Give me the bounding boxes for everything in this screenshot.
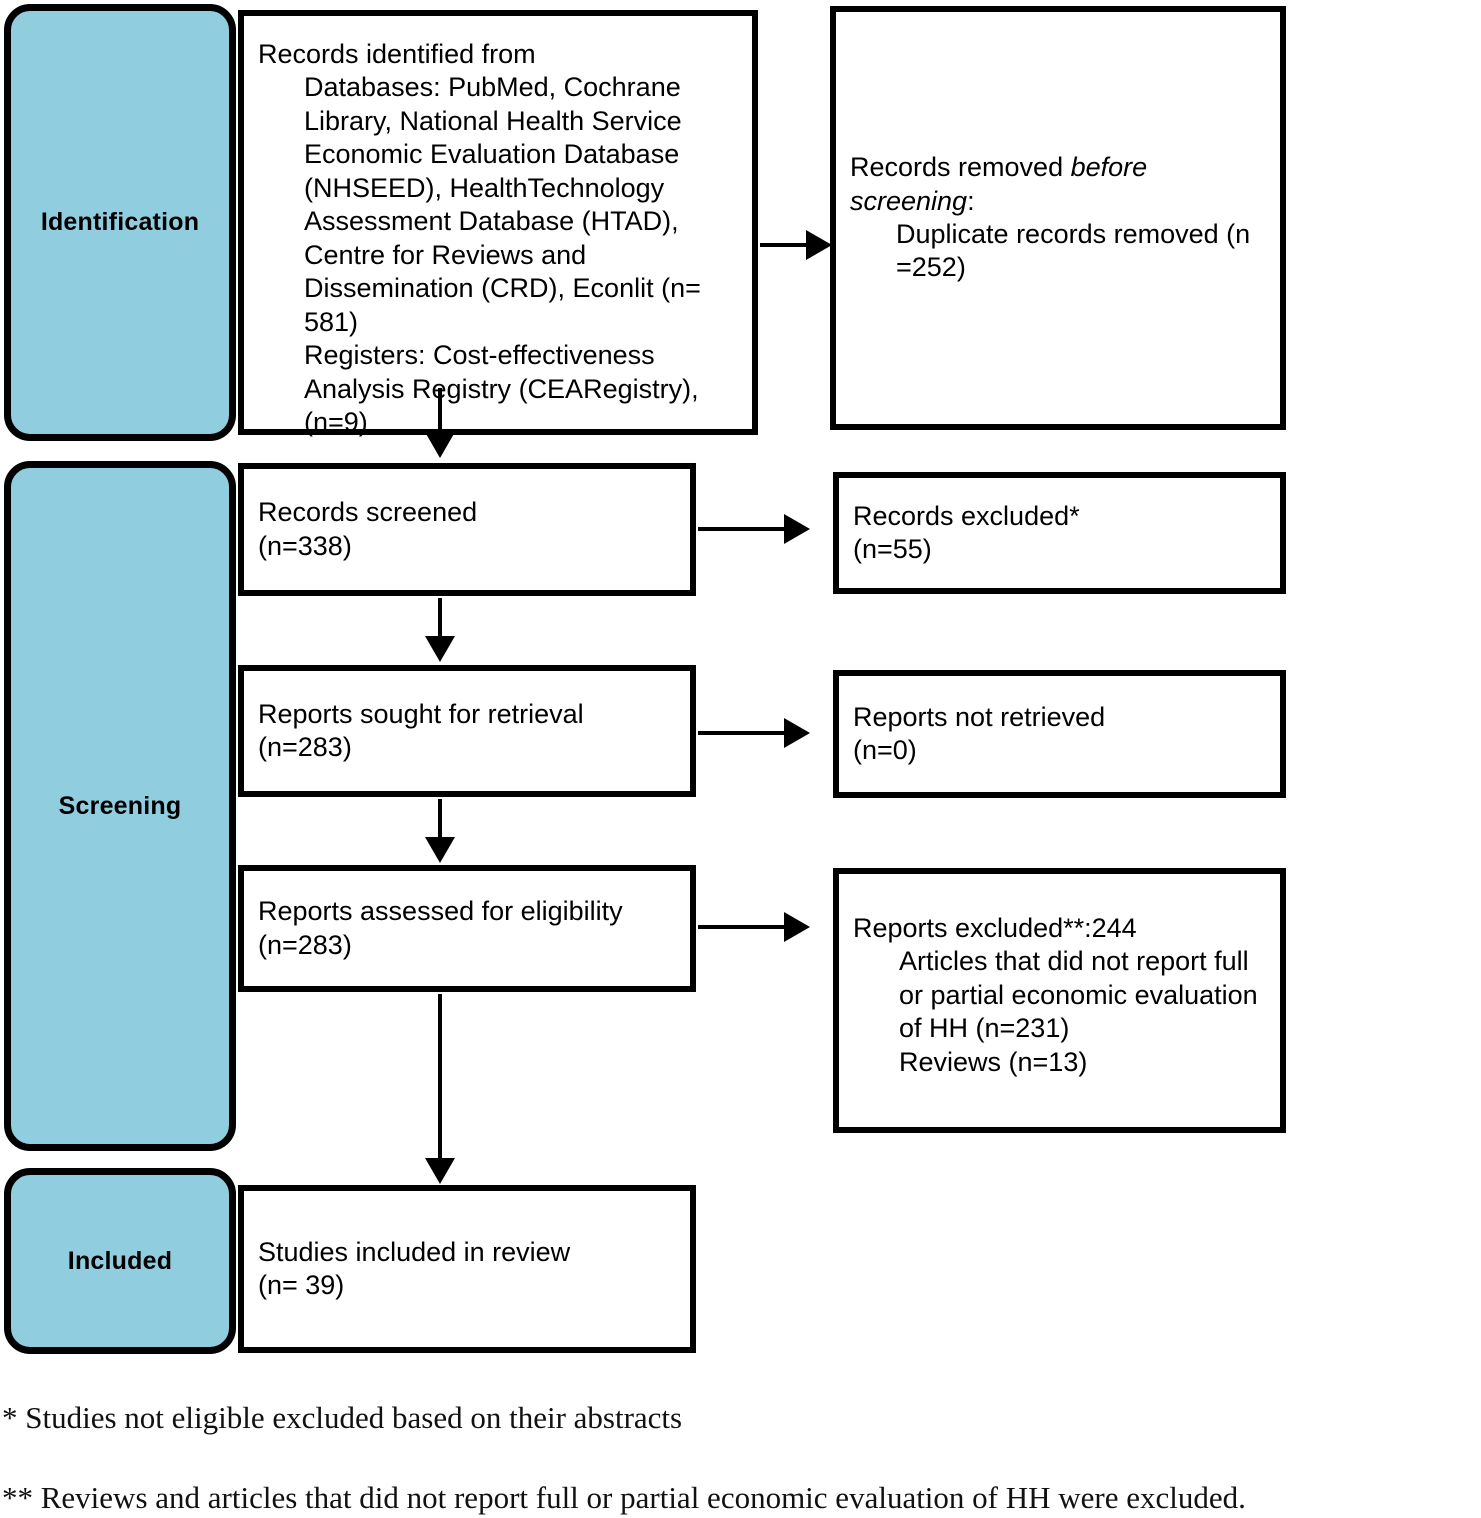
footnote-double-asterisk: ** Reviews and articles that did not rep… bbox=[2, 1480, 1246, 1515]
records-identified-registers: Registers: Cost-effectiveness Analysis R… bbox=[304, 340, 707, 438]
connector-screened-to-excluded bbox=[698, 527, 788, 531]
connector-sought-to-not-retrieved bbox=[698, 731, 788, 735]
arrowhead-screened-to-excluded bbox=[784, 514, 810, 544]
records-removed-heading-post: : bbox=[967, 185, 975, 216]
reports-sought-line1: Reports sought for retrieval bbox=[258, 698, 584, 729]
records-removed-heading-pre: Records removed bbox=[850, 152, 1071, 183]
arrowhead-assessed-to-excluded bbox=[784, 912, 810, 942]
arrowhead-sought-to-not-retrieved bbox=[784, 718, 810, 748]
box-records-excluded: Records excluded* (n=55) bbox=[833, 472, 1286, 594]
connector-screened-to-sought bbox=[438, 598, 442, 640]
box-reports-sought: Reports sought for retrieval (n=283) bbox=[238, 665, 696, 797]
records-removed-heading-italic: before screening bbox=[850, 152, 1155, 216]
records-identified-line1: Records identified from bbox=[258, 39, 536, 69]
stage-identification-label: Identification bbox=[40, 208, 200, 236]
stage-screening: Screening bbox=[4, 461, 236, 1151]
reports-sought-line2: (n=283) bbox=[258, 732, 352, 762]
reports-assessed-line2: (n=283) bbox=[258, 929, 352, 960]
studies-included-line2: (n= 39) bbox=[258, 1270, 345, 1300]
box-reports-excluded: Reports excluded**:244 Articles that did… bbox=[833, 868, 1286, 1133]
box-reports-assessed: Reports assessed for eligibility (n=283) bbox=[238, 865, 696, 992]
box-records-removed-before-screening: Records removed before screening: Duplic… bbox=[830, 6, 1286, 430]
connector-assessed-to-excluded bbox=[698, 925, 788, 929]
records-excluded-line2: (n=55) bbox=[853, 534, 932, 564]
arrowhead-sought-to-assessed bbox=[425, 837, 455, 863]
connector-assessed-to-included bbox=[438, 994, 442, 1169]
stage-included: Included bbox=[4, 1168, 236, 1354]
arrowhead-screened-to-sought bbox=[425, 636, 455, 662]
box-records-identified: Records identified from Databases: PubMe… bbox=[238, 10, 758, 437]
box-records-screened: Records screened (n=338) bbox=[238, 463, 696, 596]
arrowhead-identified-to-removed bbox=[806, 230, 832, 260]
connector-sought-to-assessed bbox=[438, 799, 442, 841]
footnote-single-asterisk: * Studies not eligible excluded based on… bbox=[2, 1400, 683, 1435]
stage-included-label: Included bbox=[67, 1246, 173, 1275]
stage-screening-label: Screening bbox=[58, 791, 182, 820]
records-identified-databases: Databases: PubMed, Cochrane Library, Nat… bbox=[304, 72, 709, 337]
box-studies-included: Studies included in review (n= 39) bbox=[238, 1185, 696, 1353]
records-removed-heading: Records removed before screening: bbox=[850, 151, 1266, 218]
stage-identification: Identification bbox=[4, 4, 236, 441]
connector-identified-to-screened bbox=[438, 388, 442, 436]
reports-assessed-line1: Reports assessed for eligibility bbox=[258, 896, 623, 927]
records-screened-line2: (n=338) bbox=[258, 530, 352, 561]
records-removed-duplicates: Duplicate records removed (n =252) bbox=[896, 219, 1258, 283]
connector-identified-to-removed bbox=[760, 243, 810, 247]
reports-excluded-line1: Reports excluded**:244 bbox=[853, 913, 1137, 943]
reports-not-retrieved-line2: (n=0) bbox=[853, 735, 917, 765]
reports-excluded-reviews: Reviews (n=13) bbox=[899, 1046, 1088, 1077]
records-screened-line1: Records screened bbox=[258, 497, 478, 528]
reports-not-retrieved-line1: Reports not retrieved bbox=[853, 701, 1106, 732]
studies-included-line1: Studies included in review bbox=[258, 1236, 571, 1267]
reports-excluded-articles: Articles that did not report full or par… bbox=[899, 946, 1266, 1044]
records-excluded-line1: Records excluded* bbox=[853, 500, 1080, 531]
box-reports-not-retrieved: Reports not retrieved (n=0) bbox=[833, 670, 1286, 798]
arrowhead-assessed-to-included bbox=[425, 1158, 455, 1184]
arrowhead-identified-to-screened bbox=[425, 432, 455, 458]
